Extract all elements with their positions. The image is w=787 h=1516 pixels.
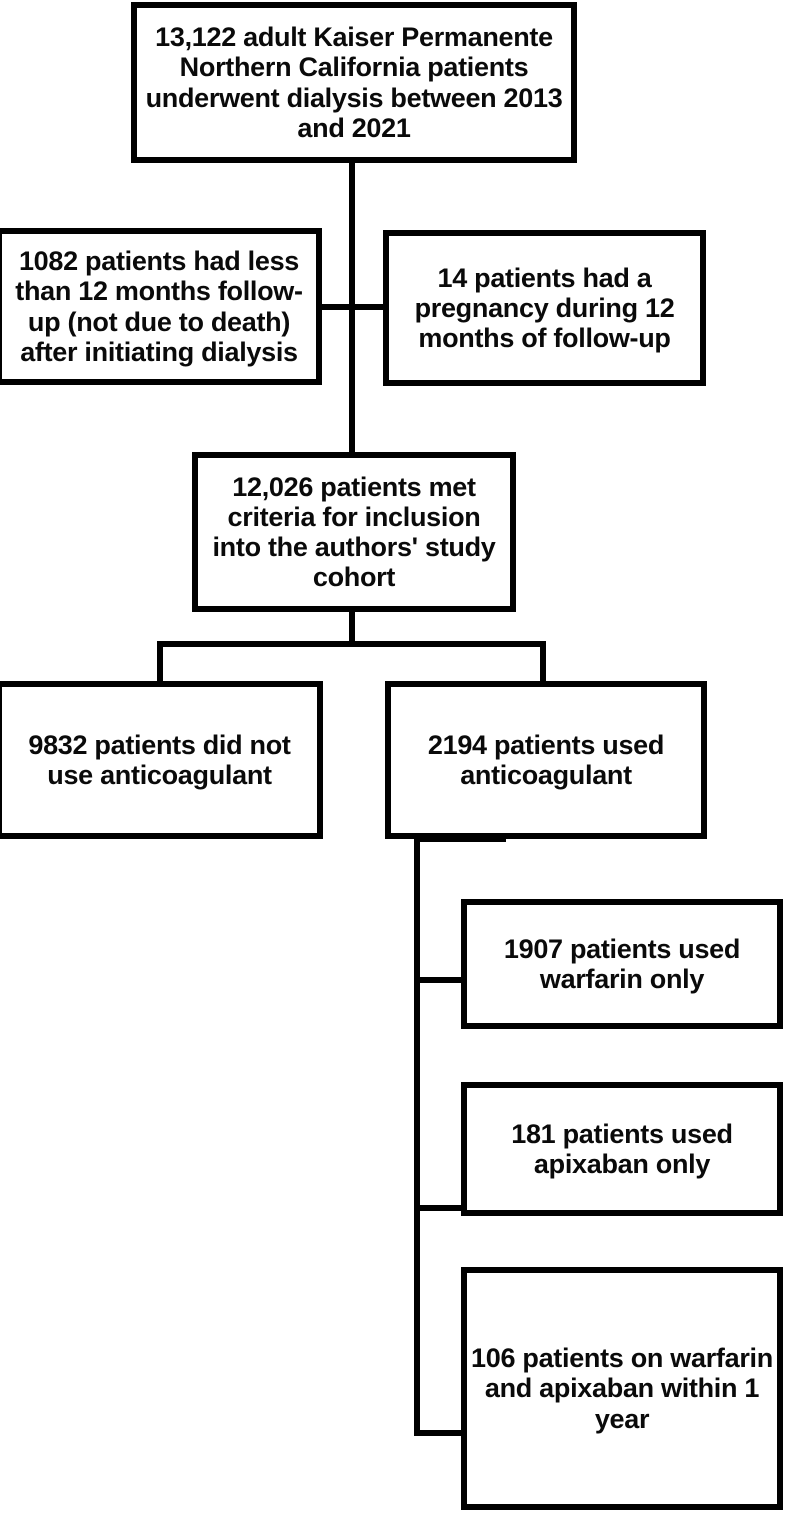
node-source-cohort: 13,122 adult Kaiser Permanente Northern … xyxy=(131,2,577,163)
connector-to-apixaban-only xyxy=(414,1205,464,1211)
connector-to-warfarin-and-apixaban xyxy=(414,1430,464,1436)
connector-cohort-split-stub xyxy=(349,608,355,646)
node-apixaban-only-label: 181 patients used apixaban only xyxy=(511,1118,733,1179)
node-no-anticoagulant: 9832 patients did not use anticoagulant xyxy=(0,681,323,839)
connector-to-exclusion-pregnancy xyxy=(352,304,386,310)
node-excluded-short-followup: 1082 patients had less than 12 months fo… xyxy=(0,228,322,385)
node-included-cohort: 12,026 patients met criteria for inclusi… xyxy=(192,452,516,612)
node-warfarin-only: 1907 patients used warfarin only xyxy=(461,899,783,1029)
connector-to-warfarin-only xyxy=(414,977,464,983)
connector-to-exclusion-followup xyxy=(316,304,352,310)
connector-to-no-anticoagulant xyxy=(157,641,163,685)
node-warfarin-only-label: 1907 patients used warfarin only xyxy=(503,933,741,994)
connector-anticoagulant-stub xyxy=(414,836,506,842)
node-warfarin-and-apixaban-label: 106 patients on warfarin and apixaban wi… xyxy=(471,1343,773,1434)
node-apixaban-only: 181 patients used apixaban only xyxy=(461,1082,783,1216)
node-excluded-pregnancy-label: 14 patients had a pregnancy during 12 mo… xyxy=(414,262,675,354)
node-excluded-short-followup-label: 1082 patients had less than 12 months fo… xyxy=(15,246,303,367)
node-no-anticoagulant-label: 9832 patients did not use anticoagulant xyxy=(28,729,291,790)
connector-anticoagulant-trunk xyxy=(414,836,420,1436)
node-warfarin-and-apixaban: 106 patients on warfarin and apixaban wi… xyxy=(461,1267,783,1510)
connector-cohort-split-bar xyxy=(157,641,546,647)
connector-to-anticoagulant xyxy=(540,641,546,685)
node-used-anticoagulant-label: 2194 patients used anticoagulant xyxy=(427,729,665,790)
node-excluded-pregnancy: 14 patients had a pregnancy during 12 mo… xyxy=(383,230,706,386)
node-used-anticoagulant: 2194 patients used anticoagulant xyxy=(385,681,707,839)
node-source-cohort-label: 13,122 adult Kaiser Permanente Northern … xyxy=(145,22,563,143)
node-included-cohort-label: 12,026 patients met criteria for inclusi… xyxy=(212,471,496,593)
